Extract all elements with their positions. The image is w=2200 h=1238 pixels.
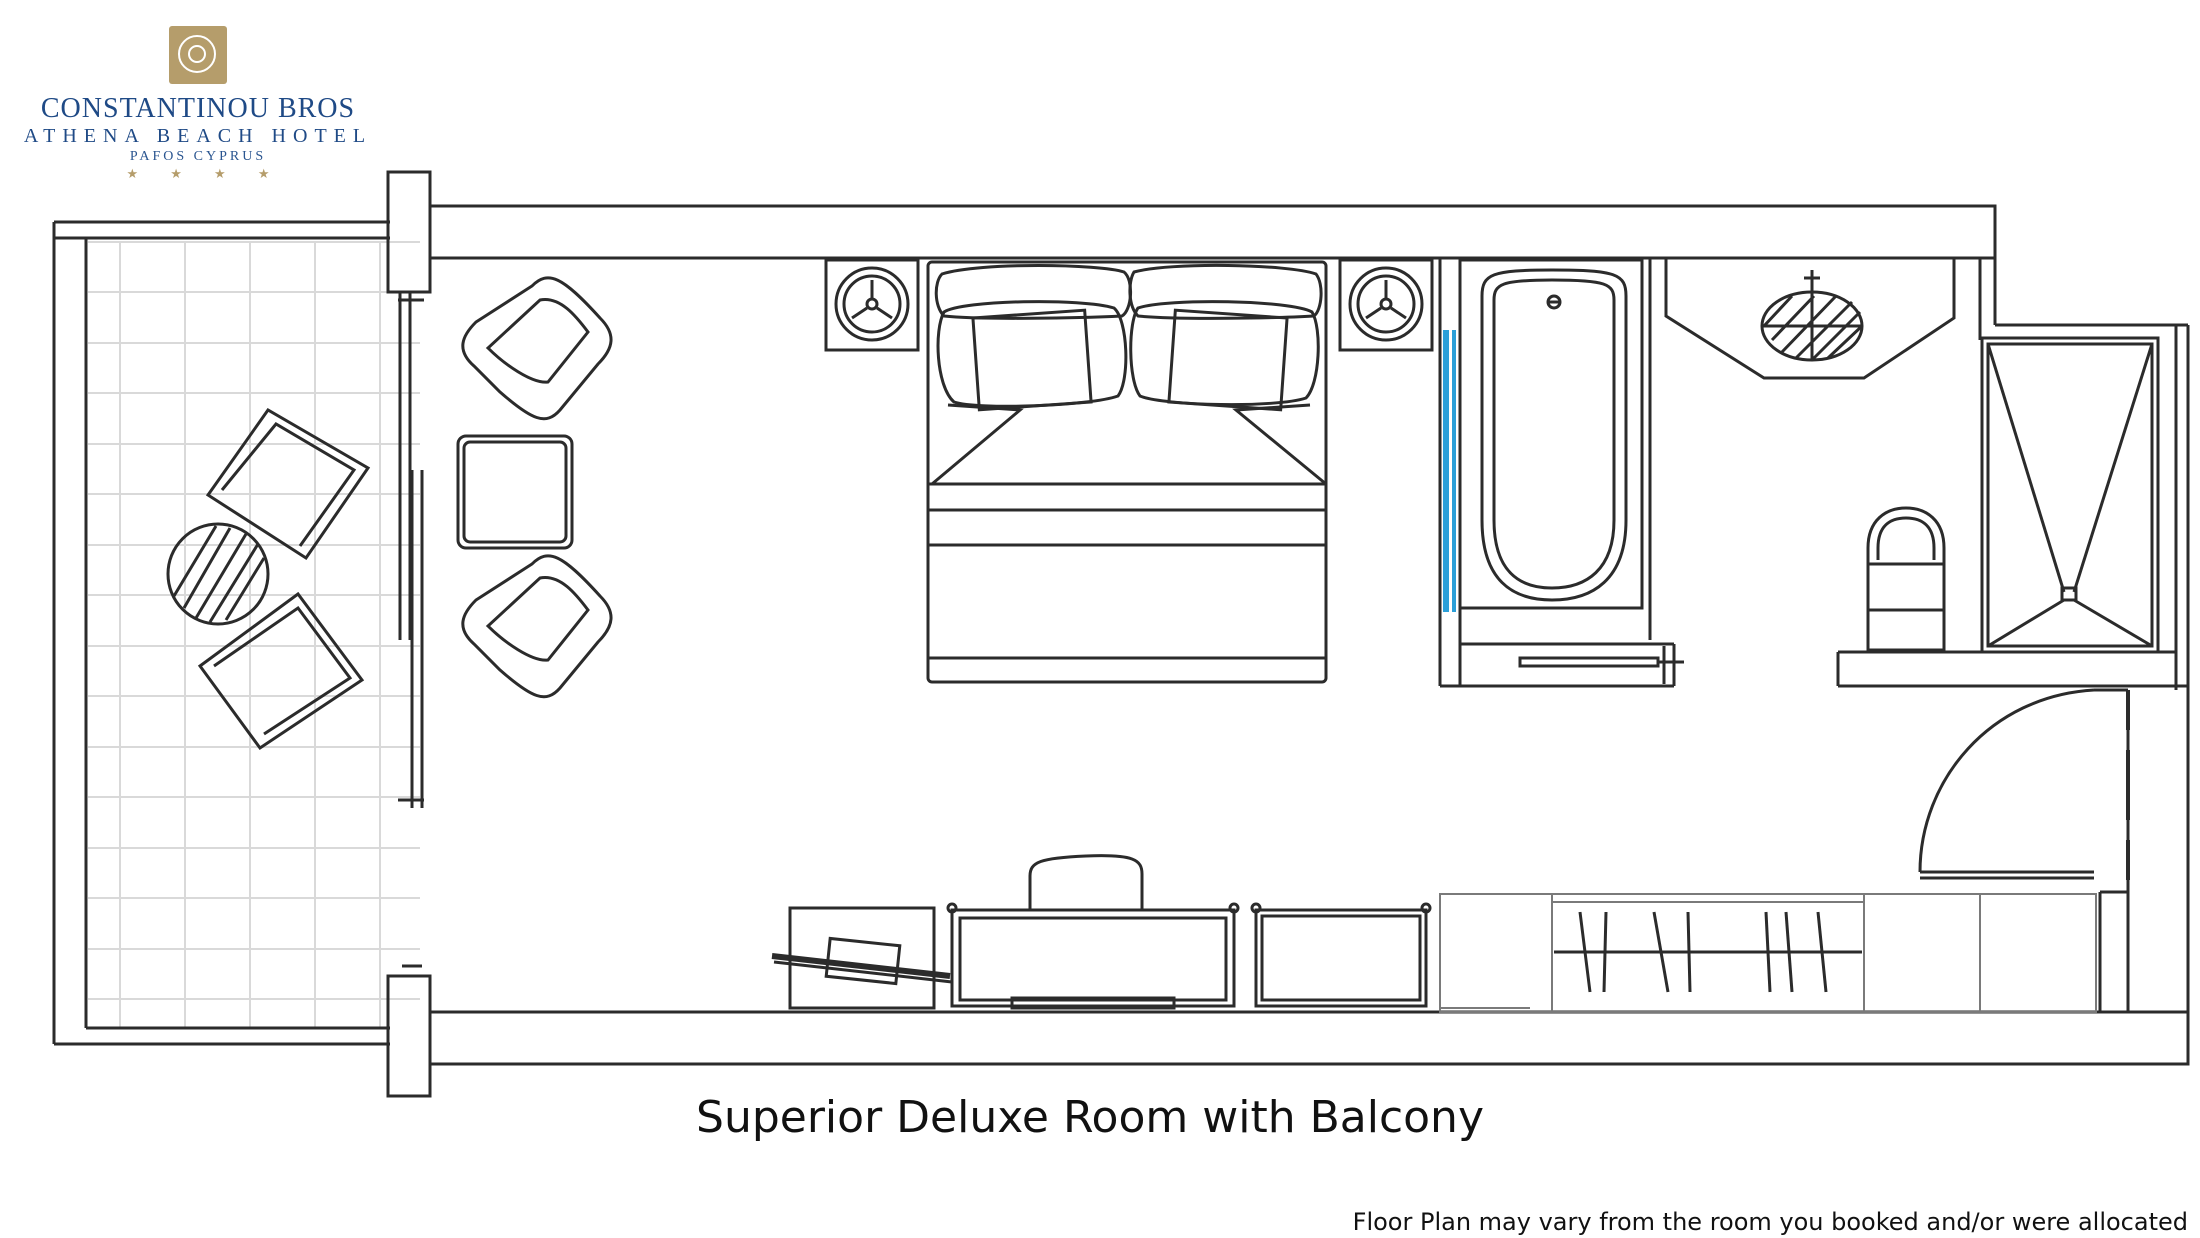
exterior-walls <box>386 170 2190 1098</box>
nightstand-lamp <box>1338 258 1434 352</box>
balcony-tiles <box>88 241 420 1028</box>
towel-rail <box>1518 646 1684 684</box>
coffee-table <box>456 434 574 550</box>
disclaimer-text: Floor Plan may vary from the room you bo… <box>1352 1208 2188 1236</box>
entrance-door <box>1918 688 2130 880</box>
desk-chair <box>1028 854 1144 910</box>
minibar-cabinet <box>1250 902 1432 1008</box>
hotel-logo: CONSTANTINOU BROS ATHENA BEACH HOTEL PAF… <box>20 26 376 182</box>
armchair <box>461 276 613 421</box>
armchair <box>461 554 613 699</box>
nightstand-lamp <box>824 258 920 352</box>
desk <box>946 902 1240 1010</box>
shower <box>1980 336 2160 654</box>
bathtub <box>1458 258 1644 610</box>
luggage-rack <box>771 906 953 1010</box>
balcony <box>52 220 420 1046</box>
bathroom-window <box>1443 330 1456 612</box>
logo-hotel-name: ATHENA BEACH HOTEL <box>23 125 373 147</box>
room-title: Superior Deluxe Room with Balcony <box>696 1092 1484 1143</box>
double-bed <box>926 260 1328 684</box>
logo-brand-name: CONSTANTINOU BROS <box>40 93 356 124</box>
balcony-chair <box>205 408 371 561</box>
toilet <box>1866 506 1946 652</box>
balcony-chair <box>197 591 365 751</box>
balcony-sliding-door <box>398 292 424 968</box>
balcony-round-table <box>166 522 270 626</box>
logo-location: PAFOS CYPRUS <box>129 149 267 164</box>
bathroom-walls <box>1438 258 2188 688</box>
vanity-sink <box>1664 258 1956 380</box>
wardrobe <box>1439 893 2097 1013</box>
hotel-monogram-icon <box>169 26 227 84</box>
star-icon: ★ ★ ★ ★ <box>126 167 284 182</box>
